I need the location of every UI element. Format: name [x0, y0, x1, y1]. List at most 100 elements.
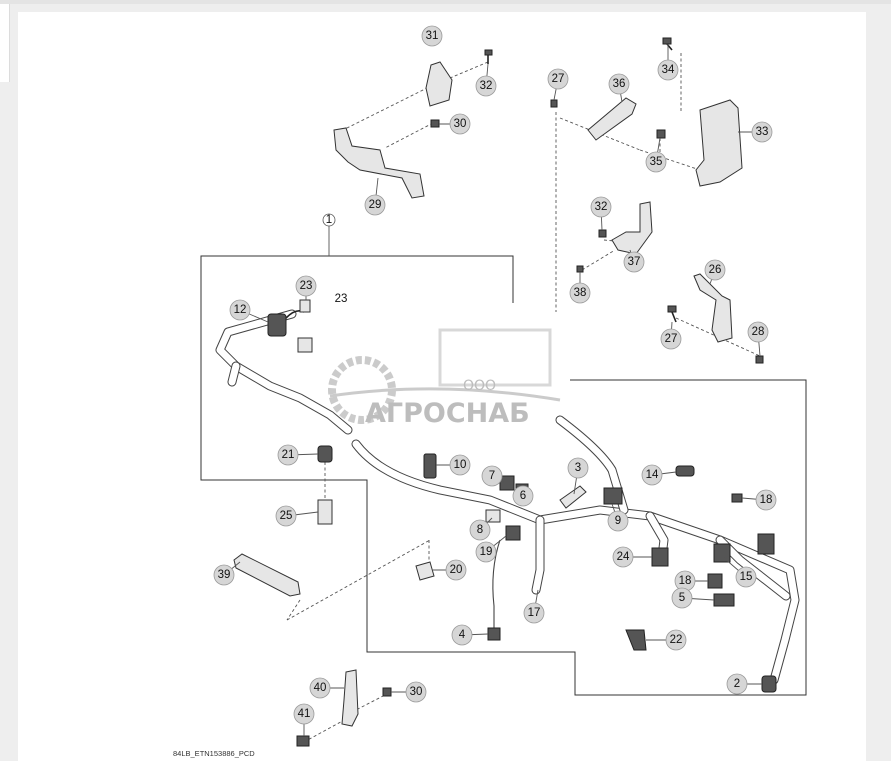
bracket-40 — [341, 669, 359, 727]
callout-34: 34 — [657, 59, 679, 81]
callout-number: 37 — [628, 256, 641, 268]
callout-number: 24 — [617, 551, 630, 563]
callout-bubble — [213, 564, 235, 586]
callout-23: 23 — [335, 293, 348, 305]
callout-number: 5 — [679, 592, 685, 604]
callout-bubble — [567, 457, 589, 479]
plate-29 — [333, 127, 425, 199]
callout-number: 8 — [477, 524, 483, 536]
connector-7 — [499, 475, 515, 491]
callout-bubble — [475, 541, 497, 563]
callout-bubble — [275, 505, 297, 527]
callout-4: 4 — [451, 624, 473, 646]
watermark-prefix: ООО — [463, 378, 496, 394]
callout-number: 25 — [280, 510, 293, 522]
callout-number: 14 — [646, 469, 659, 481]
callout-bubble — [704, 259, 726, 281]
callout-2: 2 — [726, 673, 748, 695]
nut-35 — [656, 129, 666, 139]
callout-number: 32 — [595, 201, 608, 213]
clip-23 — [299, 299, 311, 313]
callout-number: 27 — [665, 333, 678, 345]
callout-number: 2 — [734, 678, 740, 690]
callout-9: 9 — [607, 510, 629, 532]
callout-number: 18 — [679, 575, 692, 587]
callout-number: 41 — [298, 708, 311, 720]
callout-32: 32 — [475, 75, 497, 97]
nut-32 — [598, 229, 607, 238]
callout-bubble — [547, 68, 569, 90]
callout-7: 7 — [481, 465, 503, 487]
callout-31: 31 — [421, 25, 443, 47]
plate-36 — [587, 97, 637, 141]
reference-code: 84LB_ETN153886_PCD — [173, 749, 255, 758]
callout-28: 28 — [747, 321, 769, 343]
callout-39: 39 — [213, 564, 235, 586]
callout-number: 30 — [454, 118, 467, 130]
callout-number: 30 — [410, 686, 423, 698]
callout-number: 29 — [369, 199, 382, 211]
clip-14 — [675, 465, 695, 477]
callout-1: 1 — [322, 213, 336, 227]
callout-22: 22 — [665, 629, 687, 651]
callout-6: 6 — [512, 485, 534, 507]
callout-number: 39 — [218, 569, 231, 581]
callout-37: 37 — [623, 251, 645, 273]
bracket-39 — [233, 553, 301, 597]
callout-number: 40 — [314, 682, 327, 694]
callout-number: 4 — [459, 629, 466, 641]
callout-bubble — [309, 677, 331, 699]
callout-bubble — [657, 59, 679, 81]
callout-40: 40 — [309, 677, 331, 699]
callout-bubble — [421, 25, 443, 47]
nut-28 — [755, 355, 764, 364]
callout-number: 15 — [740, 571, 753, 583]
callout-5: 5 — [671, 587, 693, 609]
callout-number: 12 — [234, 304, 247, 316]
callout-bubble — [607, 510, 629, 532]
callout-bubble — [608, 73, 630, 95]
connector-21 — [317, 445, 333, 463]
wiring-harness-diagram: ООО АГРОСНАБ 313230291232312212539107681… — [173, 25, 807, 758]
callout-14: 14 — [641, 464, 663, 486]
callout-number: 22 — [670, 634, 683, 646]
callout-bubble — [726, 673, 748, 695]
connector-2 — [761, 675, 777, 693]
callout-bubble — [451, 624, 473, 646]
callout-bubble — [645, 151, 667, 173]
bolt-34 — [662, 37, 673, 51]
callout-bubble — [671, 587, 693, 609]
callout-15: 15 — [735, 566, 757, 588]
callout-number: 26 — [709, 264, 722, 276]
callout-number: 28 — [752, 326, 765, 338]
callout-20: 20 — [445, 559, 467, 581]
callout-number: 35 — [650, 156, 663, 168]
callout-bubble — [755, 489, 777, 511]
callout-number: 32 — [480, 80, 493, 92]
clip-3 — [559, 485, 587, 509]
callout-group: 3132302912323122125391076819391418241518… — [213, 25, 777, 725]
dashed-guide-lines — [286, 53, 761, 743]
watermark-brand: АГРОСНАБ — [365, 398, 530, 429]
callout-number: 18 — [760, 494, 773, 506]
bolt-41 — [296, 735, 310, 747]
callout-8: 8 — [469, 519, 491, 541]
clip-23 — [297, 337, 313, 353]
callout-bubble — [747, 321, 769, 343]
callout-32: 32 — [590, 196, 612, 218]
callout-bubble — [665, 629, 687, 651]
plug-18 — [731, 493, 743, 503]
callout-17: 17 — [523, 602, 545, 624]
callout-29: 29 — [364, 194, 386, 216]
connector-24 — [651, 547, 669, 567]
nut-30 — [430, 119, 440, 128]
callout-24: 24 — [612, 546, 634, 568]
callout-number: 23 — [300, 280, 313, 292]
bracket-31 — [425, 61, 453, 107]
callout-bubble — [469, 519, 491, 541]
callout-bubble — [751, 121, 773, 143]
connector-25 — [317, 499, 333, 525]
callout-27: 27 — [660, 328, 682, 350]
connector-16 — [707, 573, 723, 589]
connector-10 — [423, 453, 437, 479]
